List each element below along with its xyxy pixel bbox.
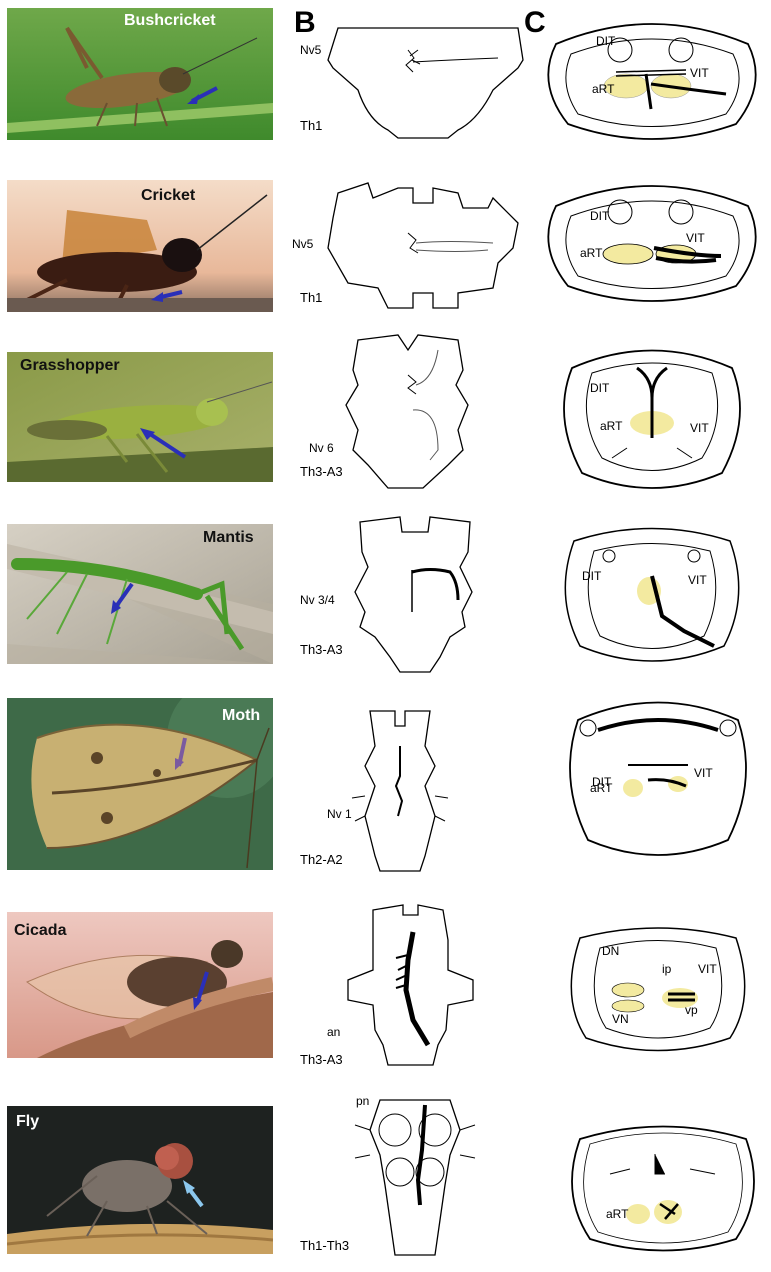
cross-section-label-dit-bushcricket: DIT [596, 34, 615, 48]
photo-cricket [7, 180, 273, 312]
nerve-label-cricket: Nv5 [292, 237, 313, 251]
ganglion-diagram-moth [350, 706, 450, 876]
cross-section-label-dit-cricket: DIT [590, 209, 609, 223]
cross-section-label-vit-cricket: VIT [686, 231, 705, 245]
cross-section-label-vn-cicada: VN [612, 1012, 629, 1026]
cross-section-label-dn-cicada: DN [602, 944, 619, 958]
nerve-label-moth: Nv 1 [327, 807, 352, 821]
cross-section-label-vit-bushcricket: VIT [690, 66, 709, 80]
ganglion-diagram-grasshopper [338, 330, 478, 492]
cross-section-label-art-bushcricket: aRT [592, 82, 614, 96]
cross-section-label-dit-mantis: DIT [582, 569, 601, 583]
ganglion-diagram-cicada [338, 900, 478, 1070]
cross-section-mantis [554, 516, 750, 674]
ganglion-diagram-cricket [318, 178, 540, 316]
cross-section-label-vit-mantis: VIT [688, 573, 707, 587]
photo-label-fly: Fly [16, 1113, 39, 1131]
segment-label-cicada: Th3-A3 [300, 1052, 343, 1067]
cross-section-label-dit-grasshopper: DIT [590, 381, 609, 395]
panel-letter-b: B [294, 6, 316, 40]
cross-section-fly [560, 1114, 766, 1256]
cross-section-moth [558, 690, 758, 865]
cross-section-bushcricket [536, 14, 768, 149]
cross-section-label-art-grasshopper: aRT [600, 419, 622, 433]
photo-label-grasshopper: Grasshopper [20, 357, 120, 375]
cross-section-cicada [560, 918, 756, 1058]
cross-section-label-art-cricket: aRT [580, 246, 602, 260]
cross-section-label-vit-cicada: VIT [698, 962, 717, 976]
ganglion-diagram-mantis [340, 512, 490, 680]
segment-label-cricket: Th1 [300, 290, 322, 305]
cross-section-label-ip-cicada: ip [662, 962, 671, 976]
ganglion-diagram-fly [350, 1090, 480, 1262]
photo-fly [7, 1106, 273, 1254]
photo-label-moth: Moth [222, 707, 260, 725]
cross-section-label-vit-grasshopper: VIT [690, 421, 709, 435]
cross-section-label-vit-moth: VIT [694, 766, 713, 780]
segment-label-grasshopper: Th3-A3 [300, 464, 343, 479]
segment-label-bushcricket: Th1 [300, 118, 322, 133]
photo-label-cricket: Cricket [141, 187, 195, 205]
nerve-label-cicada: an [327, 1025, 340, 1039]
segment-label-mantis: Th3-A3 [300, 642, 343, 657]
nerve-label-grasshopper: Nv 6 [309, 441, 334, 455]
segment-label-fly: Th1-Th3 [300, 1238, 349, 1253]
nerve-label-fly: pn [356, 1094, 369, 1108]
cross-section-cricket [536, 176, 768, 311]
photo-label-bushcricket: Bushcricket [124, 12, 216, 30]
cross-section-label-art-moth: aRT [590, 781, 612, 795]
nerve-label-bushcricket: Nv5 [300, 43, 321, 57]
nerve-label-mantis: Nv 3/4 [300, 593, 335, 607]
segment-label-moth: Th2-A2 [300, 852, 343, 867]
cross-section-label-art-fly: aRT [606, 1207, 628, 1221]
ganglion-diagram-bushcricket [318, 20, 540, 142]
cross-section-label-vp-cicada: vp [685, 1003, 698, 1017]
photo-label-cicada: Cicada [14, 922, 66, 940]
photo-label-mantis: Mantis [203, 529, 254, 547]
cross-section-grasshopper [552, 338, 752, 496]
